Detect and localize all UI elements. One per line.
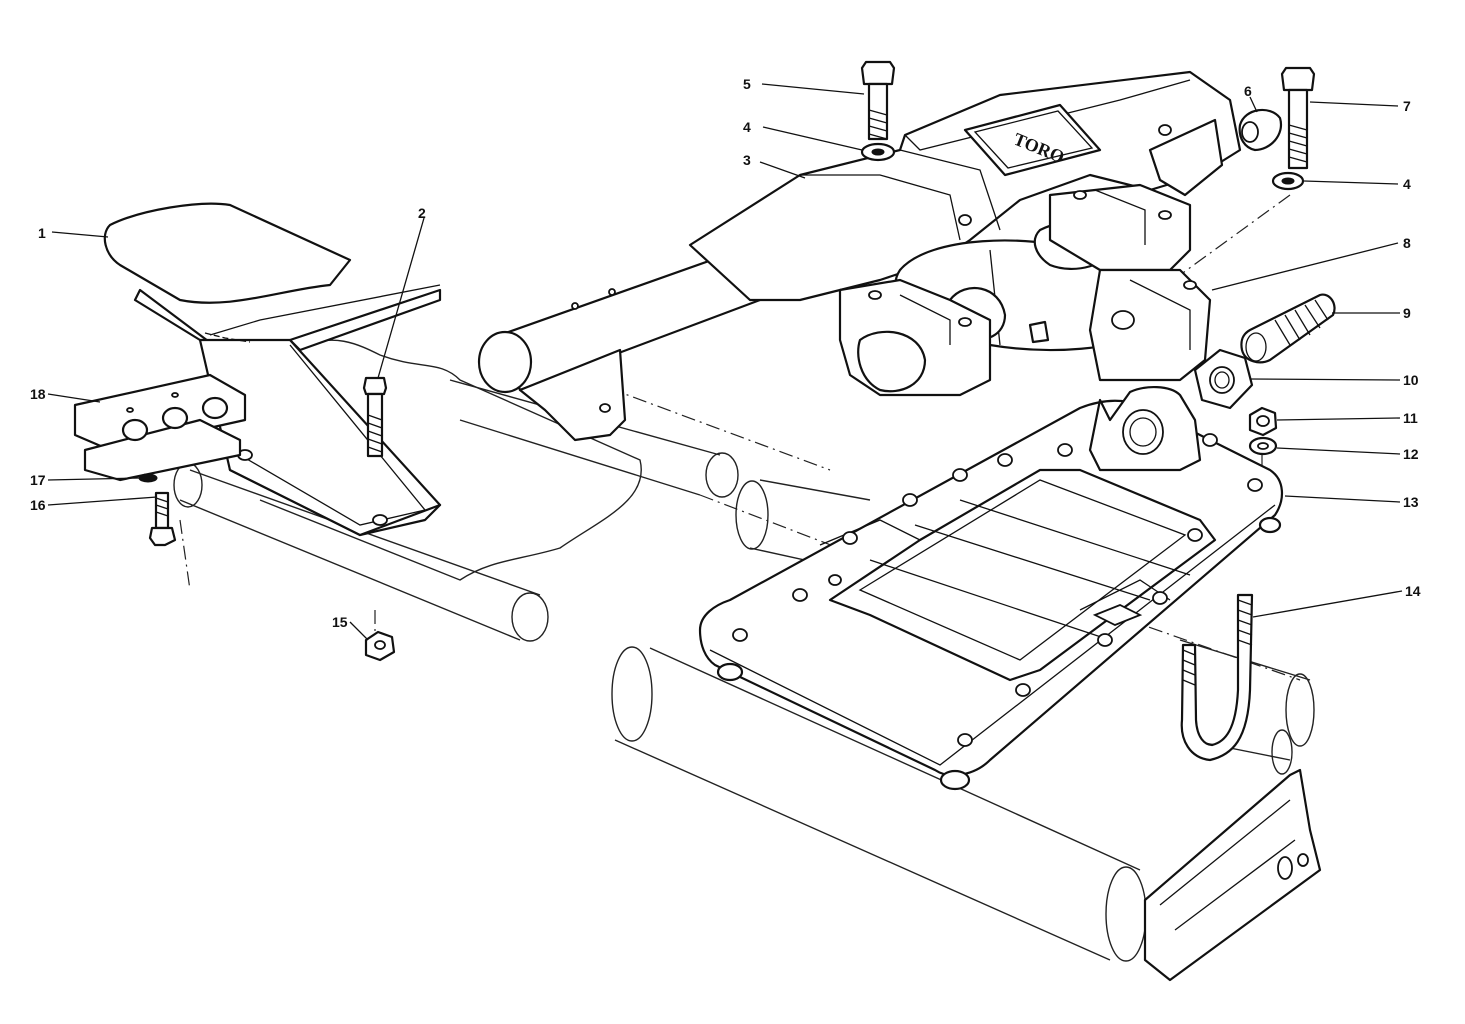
- part-8-swivel-blocks: [838, 183, 1212, 397]
- callout-13: 13: [1403, 494, 1419, 510]
- part-14-u-bolt: [1180, 593, 1254, 762]
- part-4-washer-right: [1271, 171, 1305, 191]
- part-12-lock-washer: [1248, 436, 1278, 456]
- part-18-clamp-block: [73, 373, 247, 482]
- part-9-pivot-pin: [1240, 293, 1336, 364]
- part-10-large-nut: [1193, 348, 1254, 410]
- callout-7: 7: [1403, 98, 1411, 114]
- part-13-base-plate: [698, 386, 1283, 791]
- callout-15: 15: [332, 614, 348, 630]
- callout-10: 10: [1403, 372, 1419, 388]
- leader-lines: [47, 83, 1403, 641]
- part-5-bolt: [860, 60, 896, 141]
- part-16-bolt: [148, 491, 177, 547]
- callout-5: 5: [743, 76, 751, 92]
- part-1-foot-pad: [103, 202, 442, 537]
- callout-3: 3: [743, 152, 751, 168]
- part-6-bushing: [1238, 108, 1283, 152]
- callout-14: 14: [1405, 583, 1421, 599]
- part-3-hitch-arm: TORO: [477, 70, 1242, 442]
- callout-9: 9: [1403, 305, 1411, 321]
- callout-11: 11: [1403, 410, 1418, 426]
- callout-4a: 4: [743, 119, 751, 135]
- callout-2: 2: [418, 205, 426, 221]
- callout-6: 6: [1244, 83, 1252, 99]
- callout-16: 16: [30, 497, 46, 513]
- callout-8: 8: [1403, 235, 1411, 251]
- part-15-nut: [364, 630, 396, 662]
- callout-1: 1: [38, 225, 46, 241]
- callout-12: 12: [1403, 446, 1419, 462]
- part-11-nut: [1248, 406, 1278, 437]
- part-7-bolt: [1280, 66, 1316, 170]
- callout-labels: 1 2 3 4 4 5 6 7 8 9 10 11 12 13 14 15 16…: [30, 76, 1421, 630]
- callout-4b: 4: [1403, 176, 1411, 192]
- callout-17: 17: [30, 472, 46, 488]
- part-17-washer: [138, 473, 158, 483]
- part-2-bolt: [362, 376, 388, 458]
- callout-18: 18: [30, 386, 46, 402]
- part-4-washer-left: [860, 142, 896, 162]
